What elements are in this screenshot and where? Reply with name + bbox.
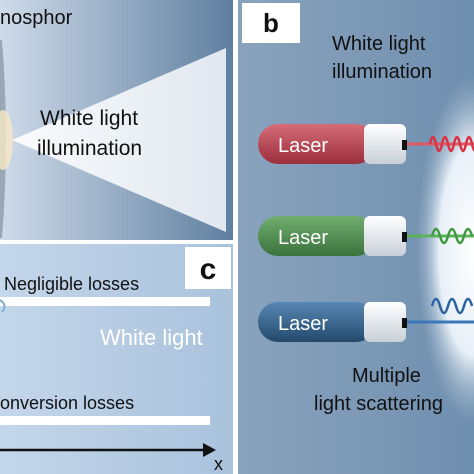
scattering-glow bbox=[416, 75, 474, 425]
x-axis-arrowhead bbox=[203, 443, 216, 457]
laser-green-cap bbox=[364, 216, 406, 256]
laser-red: Laser bbox=[258, 124, 474, 164]
laser-red-aperture bbox=[402, 140, 407, 150]
wave-mark-icon bbox=[0, 299, 6, 313]
phosphor-glow bbox=[0, 110, 13, 170]
panel-a: nosphor White light illumination bbox=[0, 0, 233, 240]
panel-b: b White light illumination Laser Laser bbox=[238, 0, 474, 474]
negligible-losses-bar bbox=[0, 297, 210, 306]
laser-red-label: Laser bbox=[278, 135, 328, 157]
laser-blue-label: Laser bbox=[278, 313, 328, 335]
conversion-losses-bar bbox=[0, 416, 210, 425]
laser-blue-aperture bbox=[402, 318, 407, 328]
output-label-line1: White light bbox=[332, 33, 426, 55]
laser-green: Laser bbox=[258, 216, 474, 256]
white-light-label: White light bbox=[100, 325, 203, 350]
x-axis-label: x bbox=[214, 454, 223, 474]
panel-b-label-box bbox=[242, 3, 300, 43]
laser-red-cap bbox=[364, 124, 406, 164]
vertical-divider bbox=[233, 0, 238, 474]
laser-blue: Laser bbox=[258, 297, 474, 342]
phosphor-title: nosphor bbox=[0, 7, 73, 29]
horizontal-divider bbox=[0, 240, 233, 244]
scatter-label-line1: Multiple bbox=[352, 365, 421, 387]
scatter-label-line2: light scattering bbox=[314, 393, 443, 415]
negligible-losses-label: Negligible losses bbox=[4, 274, 139, 294]
green-wave-icon bbox=[430, 227, 474, 245]
blue-wave-icon bbox=[430, 297, 474, 315]
beam-label-line2: illumination bbox=[37, 137, 142, 160]
output-label-line2: illumination bbox=[332, 61, 432, 83]
laser-green-label: Laser bbox=[278, 227, 328, 249]
conversion-losses-label: onversion losses bbox=[0, 393, 134, 413]
laser-blue-cap bbox=[364, 302, 406, 342]
panel-c: c Negligible losses White light onversio… bbox=[0, 244, 233, 474]
laser-red-body bbox=[258, 124, 376, 164]
laser-blue-body bbox=[258, 302, 376, 342]
panel-b-label: b bbox=[263, 8, 279, 38]
laser-green-aperture bbox=[402, 232, 407, 242]
red-wave-icon bbox=[428, 135, 474, 153]
white-light-beam bbox=[12, 48, 226, 232]
panel-c-label-box bbox=[185, 247, 231, 289]
beam-label-line1: White light bbox=[40, 107, 138, 130]
panel-c-label: c bbox=[200, 253, 217, 286]
laser-green-body bbox=[258, 216, 376, 256]
